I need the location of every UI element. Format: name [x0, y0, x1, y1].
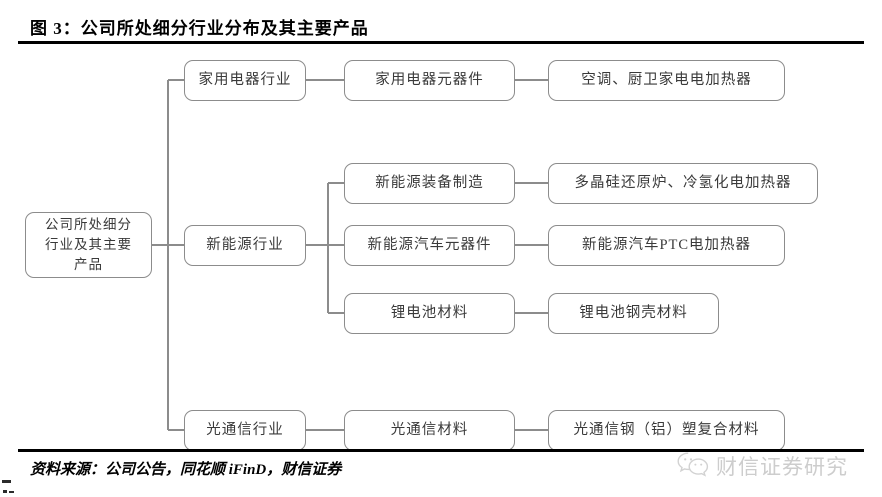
node-new-energy-industry[interactable]: 新能源行业: [184, 225, 306, 266]
source-note: 资料来源：公司公告，同花顺 iFinD，财信证券: [30, 462, 342, 478]
node-optical-communication-industry[interactable]: 光通信行业: [184, 410, 306, 451]
edge-artifact-3: [9, 491, 14, 493]
watermark-text: 财信证券研究: [716, 456, 848, 479]
node-ac-kitchen-heater-product[interactable]: 空调、厨卫家电电加热器: [548, 60, 785, 101]
header-rule: [18, 41, 864, 44]
node-nev-ptc-heater-product[interactable]: 新能源汽车PTC电加热器: [548, 225, 785, 266]
watermark: 财信证券研究: [676, 449, 848, 483]
edge-artifact-2: [3, 490, 7, 493]
node-root-line3: 产品: [74, 257, 103, 273]
node-optical-communication-material[interactable]: 光通信材料: [344, 410, 515, 451]
node-optical-steel-aluminium-laminate-product[interactable]: 光通信钢（铝）塑复合材料: [548, 410, 785, 451]
node-lithium-battery-material[interactable]: 锂电池材料: [344, 293, 515, 334]
figure-title: 图 3：公司所处细分行业分布及其主要产品: [30, 19, 369, 38]
node-new-energy-vehicle-components[interactable]: 新能源汽车元器件: [344, 225, 515, 266]
node-new-energy-equipment-manufacturing[interactable]: 新能源装备制造: [344, 163, 515, 204]
footer-rule: [18, 449, 864, 452]
connector-lines: [152, 79, 548, 431]
node-root-line2: 行业及其主要: [45, 236, 132, 252]
node-household-appliance-components[interactable]: 家用电器元器件: [344, 60, 515, 101]
node-polysilicon-reduction-furnace-heater-product[interactable]: 多晶硅还原炉、冷氢化电加热器: [548, 163, 818, 204]
wechat-bubble-icon: [676, 451, 710, 482]
node-household-appliance-industry[interactable]: 家用电器行业: [184, 60, 306, 101]
node-lithium-battery-steel-shell-material-product[interactable]: 锂电池钢壳材料: [548, 293, 719, 334]
org-chart-diagram: 公司所处细分 行业及其主要 产品 家用电器行业 家用电器元器件 空调、厨卫家电电…: [0, 45, 882, 451]
edge-artifact-1: [2, 480, 11, 483]
node-root-line1: 公司所处细分: [45, 216, 132, 232]
node-root[interactable]: 公司所处细分 行业及其主要 产品: [25, 212, 152, 278]
